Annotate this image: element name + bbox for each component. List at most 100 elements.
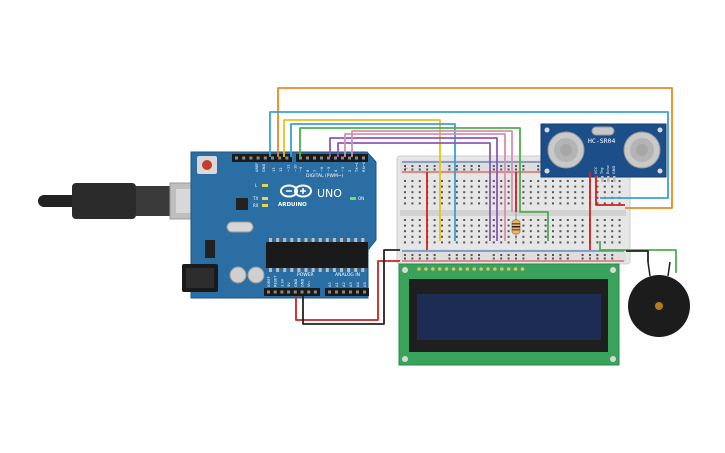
wire-purple-1 bbox=[329, 137, 498, 241]
lcd-pin[interactable] bbox=[493, 267, 497, 271]
header-pin[interactable] bbox=[280, 290, 284, 294]
chip-leg bbox=[361, 238, 365, 242]
breadboard-hole bbox=[441, 191, 443, 194]
rail-hole bbox=[433, 257, 436, 260]
breadboard-hole bbox=[596, 196, 599, 199]
header-pin[interactable] bbox=[356, 290, 359, 294]
lcd-pin[interactable] bbox=[520, 267, 525, 271]
header-pin[interactable] bbox=[287, 290, 291, 294]
sensor-pin[interactable] bbox=[607, 176, 610, 182]
breadboard-hole bbox=[492, 235, 495, 238]
wire-red-power bbox=[295, 260, 400, 321]
reset-button[interactable] bbox=[202, 160, 212, 170]
breadboard-hole bbox=[603, 219, 606, 221]
sensor-pin[interactable] bbox=[613, 176, 616, 182]
header-pin[interactable] bbox=[334, 156, 337, 160]
sensor-label: HC-SR04 bbox=[588, 137, 615, 145]
header-pin[interactable] bbox=[256, 156, 260, 160]
breadboard-hole bbox=[441, 230, 443, 233]
breadboard-hole bbox=[448, 185, 451, 188]
breadboard-hole bbox=[522, 185, 525, 188]
sensor-pin[interactable] bbox=[601, 176, 604, 182]
breadboard-hole bbox=[404, 196, 406, 199]
breadboard-hole bbox=[463, 241, 466, 244]
breadboard-hole bbox=[478, 191, 480, 194]
header-pin[interactable] bbox=[271, 156, 274, 160]
wire-black-buzzer bbox=[626, 250, 649, 262]
breadboard-hole bbox=[611, 191, 614, 194]
header-pin[interactable] bbox=[293, 290, 297, 294]
breadboard-hole bbox=[500, 219, 503, 221]
header-pin[interactable] bbox=[249, 156, 253, 160]
arduino-brand-label: ARDUINO bbox=[278, 202, 307, 208]
chip-leg bbox=[276, 268, 280, 272]
header-pin[interactable] bbox=[306, 156, 309, 160]
rail-hole bbox=[552, 257, 554, 260]
breadboard-hole bbox=[529, 230, 532, 233]
header-pin[interactable] bbox=[313, 156, 316, 160]
lcd-pin[interactable] bbox=[424, 267, 428, 271]
sensor-pin-label: GND bbox=[612, 166, 616, 174]
chip-leg bbox=[283, 238, 287, 242]
breadboard-hole bbox=[611, 202, 614, 205]
lcd-pin[interactable] bbox=[506, 267, 511, 271]
breadboard-hole bbox=[418, 235, 421, 238]
breadboard-hole bbox=[566, 180, 569, 182]
lcd-pin[interactable] bbox=[431, 267, 435, 271]
header-pin[interactable] bbox=[307, 290, 311, 294]
breadboard-hole bbox=[537, 241, 540, 244]
lcd-pin[interactable] bbox=[472, 267, 477, 271]
lcd-pin[interactable] bbox=[500, 267, 504, 271]
header-pin[interactable] bbox=[299, 156, 302, 160]
rail-hole bbox=[404, 165, 406, 167]
header-pin[interactable] bbox=[328, 290, 331, 294]
atmega-chip bbox=[266, 242, 368, 268]
lcd-pin[interactable] bbox=[513, 267, 518, 271]
breadboard-hole bbox=[463, 224, 466, 227]
breadboard-hole bbox=[537, 224, 540, 227]
rail-hole bbox=[596, 257, 599, 260]
header-pin[interactable] bbox=[267, 290, 270, 294]
header-pin[interactable] bbox=[355, 156, 358, 160]
resistor bbox=[511, 212, 521, 240]
rail-hole bbox=[611, 254, 614, 256]
header-pin[interactable] bbox=[348, 156, 351, 160]
breadboard-hole bbox=[411, 230, 414, 233]
lcd-pin-header bbox=[417, 267, 525, 271]
header-pin[interactable] bbox=[341, 156, 344, 160]
header-pin[interactable] bbox=[320, 156, 323, 160]
header-pin[interactable] bbox=[273, 290, 277, 294]
lcd-pin[interactable] bbox=[479, 267, 483, 271]
chip-leg bbox=[354, 268, 358, 272]
lcd-pin[interactable] bbox=[417, 267, 421, 271]
lcd-pin[interactable] bbox=[444, 267, 449, 271]
header-pin[interactable] bbox=[263, 156, 267, 160]
header-pin[interactable] bbox=[242, 156, 246, 160]
header-pin[interactable] bbox=[349, 290, 352, 294]
rail-hole bbox=[515, 254, 517, 256]
header-pin[interactable] bbox=[327, 156, 330, 160]
rail-hole bbox=[500, 254, 503, 256]
header-pin[interactable] bbox=[278, 156, 282, 160]
header-pin[interactable] bbox=[362, 156, 365, 160]
power-pin-label: Vin bbox=[307, 281, 311, 287]
breadboard-hole bbox=[404, 202, 406, 205]
header-pin[interactable] bbox=[363, 290, 366, 294]
breadboard-hole bbox=[537, 230, 540, 233]
lcd-pin[interactable] bbox=[465, 267, 470, 271]
header-pin[interactable] bbox=[342, 290, 345, 294]
lcd-pin[interactable] bbox=[486, 267, 490, 271]
header-pin[interactable] bbox=[300, 290, 304, 294]
lcd-pin[interactable] bbox=[451, 267, 456, 271]
header-pin[interactable] bbox=[335, 290, 338, 294]
lcd-pin[interactable] bbox=[458, 267, 463, 271]
breadboard-hole bbox=[485, 224, 488, 227]
lcd-pin[interactable] bbox=[437, 267, 442, 271]
header-pin[interactable] bbox=[285, 156, 289, 160]
header-pin[interactable] bbox=[313, 290, 317, 294]
header-pin[interactable] bbox=[235, 156, 238, 160]
rail-hole bbox=[411, 168, 414, 171]
breadboard-hole bbox=[559, 202, 562, 205]
rail-hole bbox=[470, 257, 473, 260]
breadboard-hole bbox=[441, 241, 443, 244]
